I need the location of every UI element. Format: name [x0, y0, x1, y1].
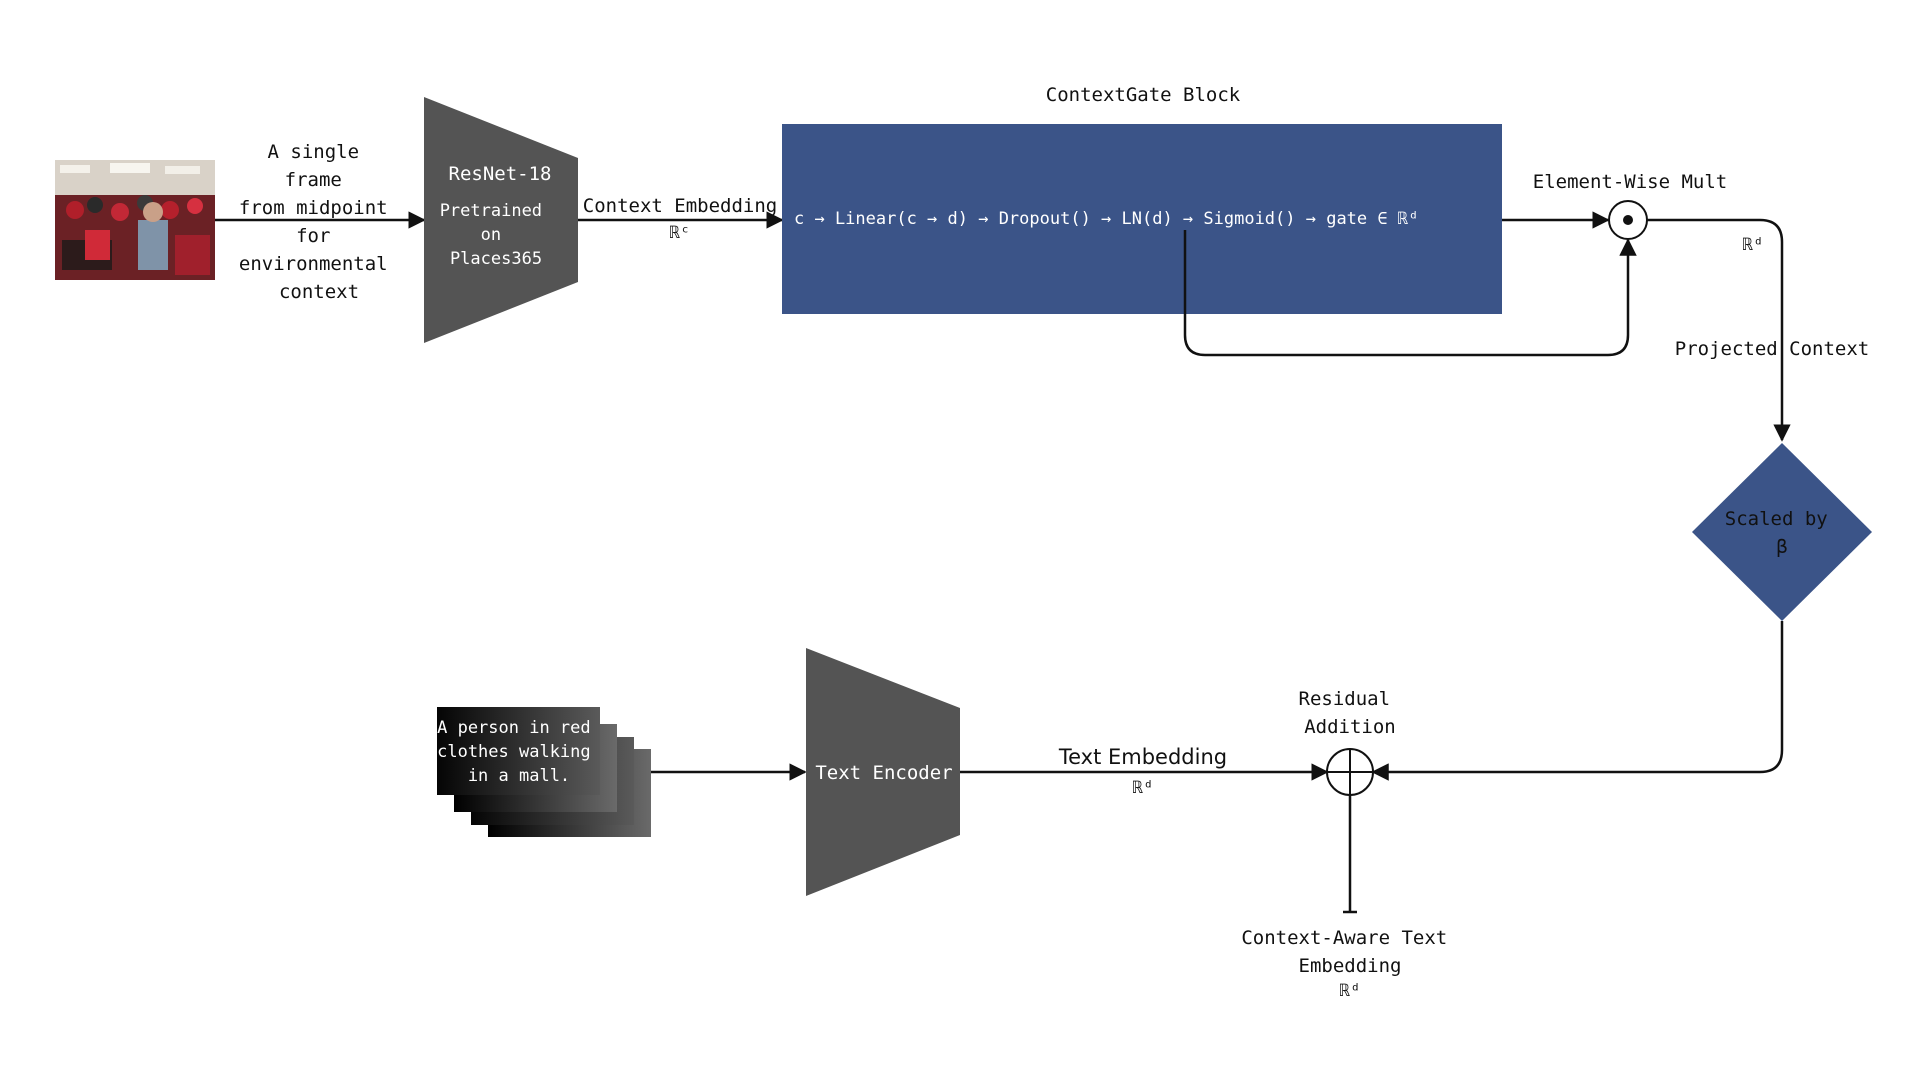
scale-label: Scaled by β — [1725, 508, 1839, 558]
diagram-title: ContextGate Block — [1046, 84, 1241, 106]
arrow-scale-to-residual — [1371, 621, 1784, 781]
text-embedding-label: Text Embedding — [1058, 745, 1227, 769]
text-input-stack — [437, 707, 651, 837]
resnet-subtitle: Pretrained on Places365 — [440, 201, 553, 269]
context-embedding-label: Context Embedding — [583, 195, 777, 217]
dot-icon — [1623, 215, 1633, 225]
projected-context-label: Projected Context — [1675, 338, 1869, 360]
input-frame-image — [55, 160, 215, 280]
text-embedding-dim: ℝᵈ — [1133, 778, 1153, 798]
text-input-caption: A person in red clothes walking in a mal… — [437, 718, 601, 786]
contextgate-formula: c → Linear(c → d) → Dropout() → LN(d) → … — [794, 209, 1418, 229]
element-wise-label: Element-Wise Mult — [1533, 171, 1727, 193]
output-label: Context-Aware Text Embedding — [1241, 927, 1458, 977]
output-dim: ℝᵈ — [1340, 981, 1360, 1001]
text-encoder-shape — [806, 648, 960, 896]
contextgate-block — [782, 124, 1502, 314]
arrow-bypass-to-mult — [1183, 230, 1637, 357]
scale-diamond — [1692, 443, 1872, 621]
text-encoder-name: Text Encoder — [815, 762, 952, 784]
context-embedding-dim: ℝᶜ — [670, 223, 690, 243]
resnet-name: ResNet-18 — [449, 163, 552, 185]
input-frame-caption: A single frame from midpoint for environ… — [239, 141, 399, 303]
residual-label: Residual Addition — [1299, 688, 1402, 738]
element-wise-dim: ℝᵈ — [1743, 235, 1763, 255]
arrow-mult-to-scale — [1647, 218, 1791, 442]
resnet-encoder-shape — [424, 97, 578, 343]
